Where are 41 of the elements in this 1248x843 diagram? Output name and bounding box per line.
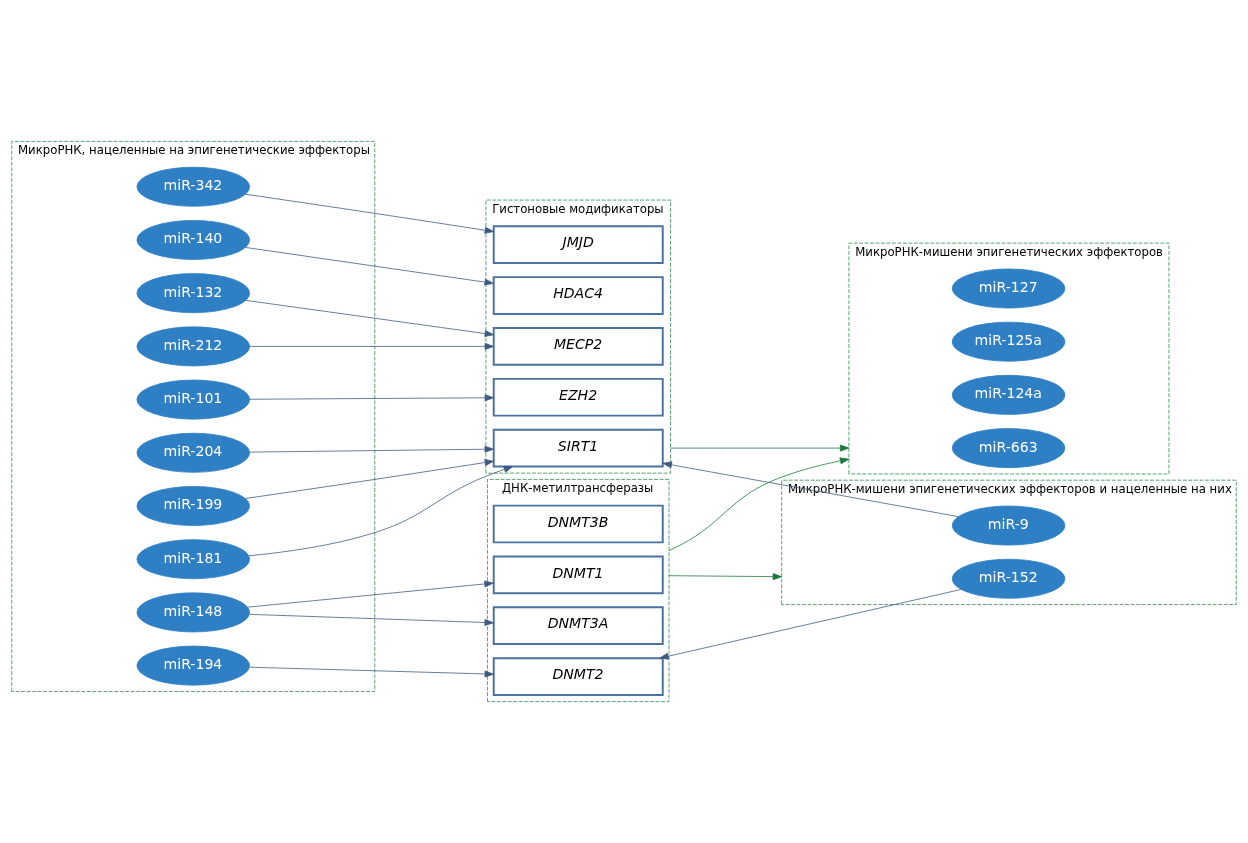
node-ellipse: miR-101: [136, 379, 250, 420]
node-ellipse: miR-140: [136, 220, 250, 260]
arrow: [248, 466, 514, 557]
arrow: [662, 461, 959, 517]
node-ellipse: miR-125a: [951, 321, 1066, 362]
arrow: [249, 613, 494, 626]
arrow: [245, 193, 495, 234]
arrow: [668, 573, 783, 581]
node-ellipse: miR-132: [136, 273, 250, 314]
node-ellipse: miR-181: [136, 539, 250, 580]
arrow: [670, 444, 850, 452]
node-box: DNMT3A: [492, 606, 664, 646]
arrow: [659, 589, 962, 660]
node-ellipse: miR-199: [136, 486, 250, 526]
node-box: DNMT1: [492, 555, 664, 595]
arrow: [249, 343, 495, 350]
node-box: DNMT2: [492, 657, 664, 696]
node-box: SIRT1: [492, 428, 664, 468]
node-ellipse: miR-152: [951, 558, 1066, 599]
node-box: DNMT3B: [492, 504, 664, 544]
node-ellipse: miR-127: [951, 268, 1066, 309]
arrow: [245, 299, 494, 337]
arrow: [249, 445, 494, 453]
node-ellipse: miR-204: [136, 432, 250, 473]
arrow: [245, 247, 494, 286]
node-ellipse: miR-9: [951, 505, 1066, 546]
node-ellipse: miR-342: [136, 166, 250, 207]
node-ellipse: miR-148: [136, 592, 250, 633]
node-ellipse: miR-194: [136, 645, 250, 686]
arrow: [668, 457, 850, 551]
arrow: [249, 394, 495, 402]
node-box: MECP2: [492, 327, 664, 366]
node-box: EZH2: [492, 377, 664, 417]
arrow: [247, 580, 494, 608]
node-ellipse: miR-663: [951, 428, 1066, 469]
arrow: [249, 666, 494, 678]
node-box: HDAC4: [492, 276, 664, 315]
node-ellipse: miR-124a: [951, 374, 1066, 415]
arrow: [245, 459, 495, 499]
node-ellipse: miR-212: [136, 326, 250, 367]
node-box: JMJD: [492, 225, 664, 265]
